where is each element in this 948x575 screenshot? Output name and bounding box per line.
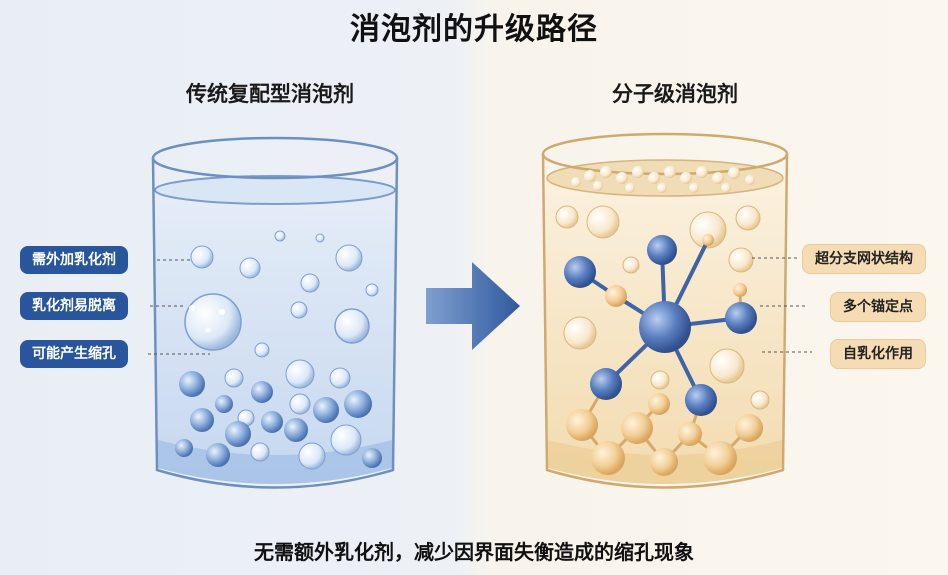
left-panel-title: 传统复配型消泡剂 — [186, 82, 354, 106]
upgrade-arrow — [426, 262, 520, 350]
chain-atoms — [566, 234, 763, 476]
emulsion-spheres — [555, 205, 770, 410]
right-tag-anchor-points: 多个锚定点 — [830, 292, 926, 322]
left-bubbles — [175, 230, 382, 470]
left-tag-shrink-hole: 可能产生缩孔 — [20, 340, 128, 368]
page-title: 消泡剂的升级路径 — [350, 12, 598, 47]
right-panel-title: 分子级消泡剂 — [612, 82, 738, 106]
left-leader-lines — [148, 259, 210, 355]
molecule-atoms — [564, 235, 757, 416]
right-leader-lines — [752, 257, 812, 353]
foam-layer — [571, 166, 755, 193]
right-tag-self-emulsifying: 自乳化作用 — [830, 339, 926, 369]
left-tag-emulsifier-detach: 乳化剂易脱离 — [20, 292, 128, 320]
left-tag-need-emulsifier: 需外加乳化剂 — [20, 246, 128, 274]
footer-caption: 无需额外乳化剂，减少因界面失衡造成的缩孔现象 — [254, 540, 694, 564]
right-tag-hyperbranched: 超分支网状结构 — [802, 244, 926, 274]
